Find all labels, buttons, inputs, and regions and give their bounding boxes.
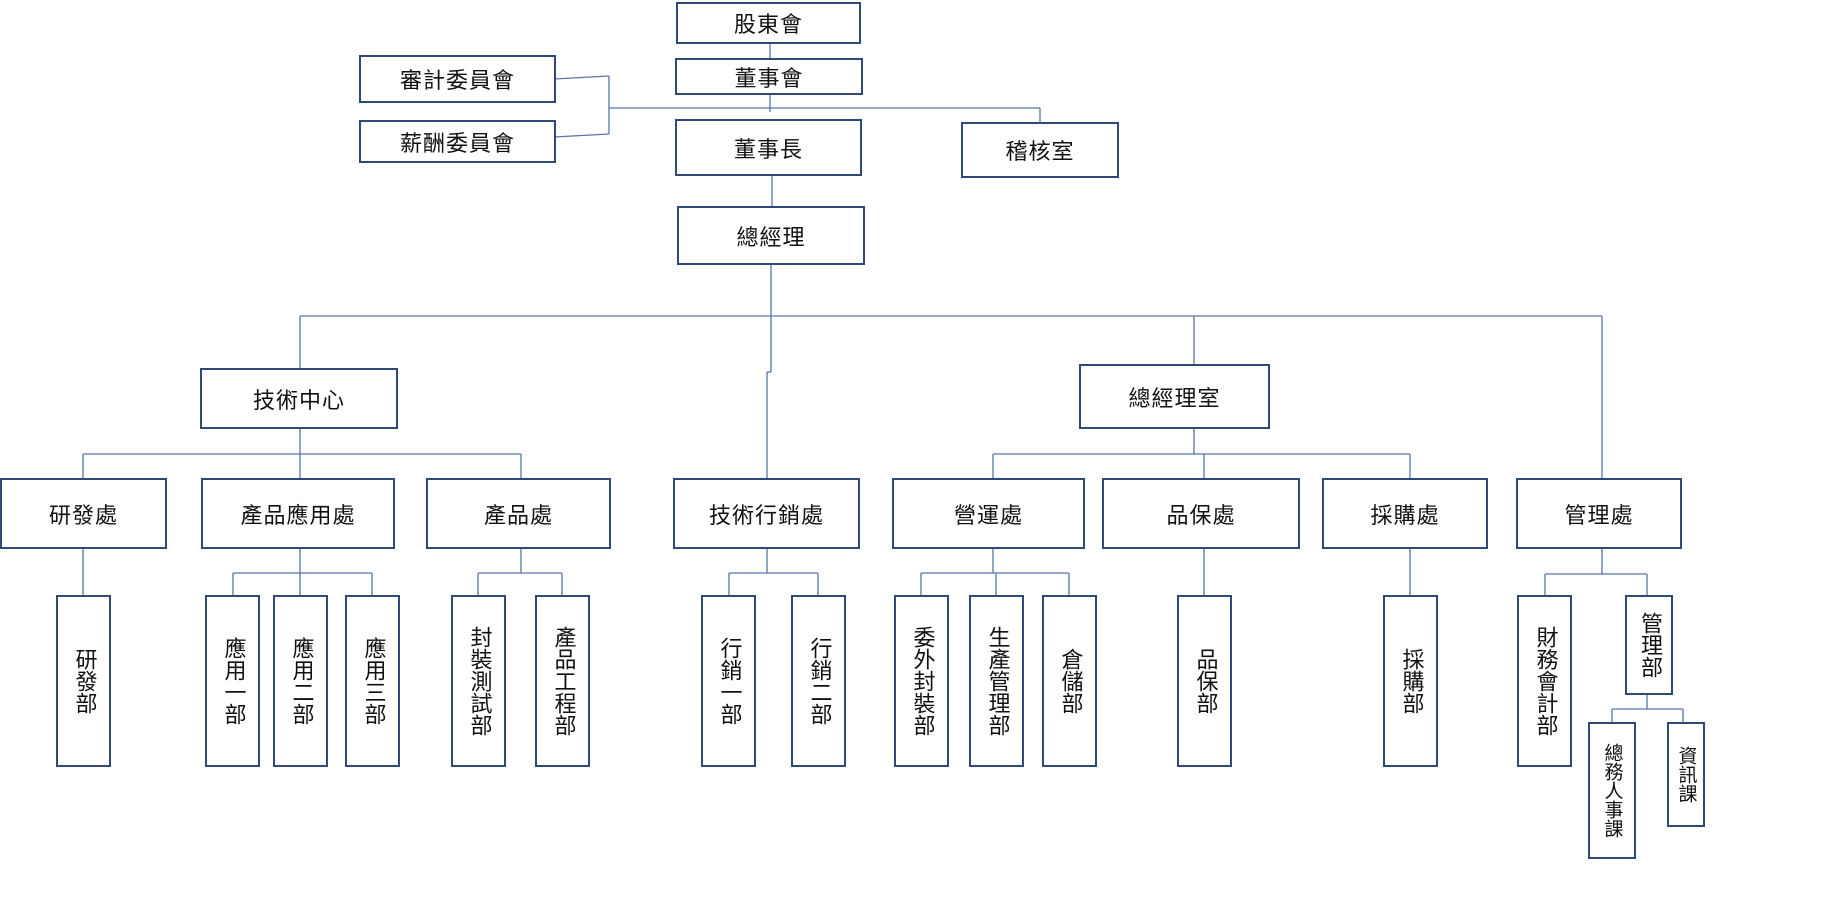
purchasing-dept-label: 採購部 xyxy=(1398,648,1424,714)
internal-audit-box: 稽核室 xyxy=(961,122,1119,178)
product-eng-dept-label: 產品工程部 xyxy=(550,626,576,736)
production-mgmt-dept-box: 生產管理部 xyxy=(969,595,1024,767)
app3-dept-box: 應用三部 xyxy=(345,595,400,767)
qa-division-box: 品保處 xyxy=(1102,478,1300,549)
product-division-box: 產品處 xyxy=(426,478,611,549)
audit-committee-label: 審計委員會 xyxy=(399,69,515,94)
app3-dept-label: 應用三部 xyxy=(360,637,386,725)
app1-dept-label: 應用一部 xyxy=(220,637,246,725)
gm-office-box: 總經理室 xyxy=(1079,364,1270,429)
compensation-committee-label: 薪酬委員會 xyxy=(399,131,515,157)
qa-dept-box: 品保部 xyxy=(1177,595,1232,767)
it-dept-label: 資訊課 xyxy=(1675,746,1698,803)
it-dept-box: 資訊課 xyxy=(1667,722,1705,827)
general-affairs-hr-box: 總務人事課 xyxy=(1588,722,1636,859)
product-eng-dept-box: 產品工程部 xyxy=(535,595,590,767)
purchasing-division-label: 採購處 xyxy=(1370,503,1440,529)
packaging-test-dept-label: 封裝測試部 xyxy=(466,626,492,736)
rd-division-box: 研發處 xyxy=(0,478,167,549)
operations-division-box: 營運處 xyxy=(892,478,1085,549)
marketing2-dept-box: 行銷二部 xyxy=(791,595,846,767)
outsourcing-dept-label: 委外封裝部 xyxy=(909,626,935,736)
board-label: 董事會 xyxy=(734,66,804,92)
product-division-label: 產品處 xyxy=(483,503,553,529)
admin-division-box: 管理處 xyxy=(1516,478,1682,549)
app-division-box: 產品應用處 xyxy=(201,478,395,549)
purchasing-division-box: 採購處 xyxy=(1322,478,1488,549)
compensation-committee-box: 薪酬委員會 xyxy=(359,120,556,163)
chairman-box: 董事長 xyxy=(675,119,862,176)
finance-dept-box: 財務會計部 xyxy=(1517,595,1572,767)
packaging-test-dept-box: 封裝測試部 xyxy=(451,595,506,767)
tech-center-label: 技術中心 xyxy=(252,388,345,414)
marketing1-dept-box: 行銷一部 xyxy=(701,595,756,767)
admin-dept-label: 管理部 xyxy=(1637,612,1662,678)
outsourcing-dept-box: 委外封裝部 xyxy=(894,595,949,767)
app2-dept-label: 應用二部 xyxy=(288,637,314,725)
chairman-label: 董事長 xyxy=(733,137,803,163)
marketing1-dept-label: 行銷一部 xyxy=(716,637,742,725)
general-affairs-hr-label: 總務人事課 xyxy=(1601,743,1624,838)
rd-dept-box: 研發部 xyxy=(56,595,111,767)
internal-audit-label: 稽核室 xyxy=(1005,140,1075,165)
shareholders-box: 股東會 xyxy=(676,2,861,44)
operations-division-label: 營運處 xyxy=(953,503,1023,529)
rd-dept-label: 研發部 xyxy=(71,648,97,714)
general-manager-box: 總經理 xyxy=(677,206,865,265)
tech-marketing-division-box: 技術行銷處 xyxy=(673,478,860,549)
audit-committee-box: 審計委員會 xyxy=(359,55,556,103)
production-mgmt-dept-label: 生產管理部 xyxy=(984,626,1010,736)
gm-office-label: 總經理室 xyxy=(1128,386,1221,412)
app2-dept-box: 應用二部 xyxy=(273,595,328,767)
warehouse-dept-box: 倉儲部 xyxy=(1042,595,1097,767)
qa-dept-label: 品保部 xyxy=(1192,648,1218,714)
general-manager-label: 總經理 xyxy=(736,225,806,251)
finance-dept-label: 財務會計部 xyxy=(1532,626,1558,736)
app1-dept-box: 應用一部 xyxy=(205,595,260,767)
rd-division-label: 研發處 xyxy=(48,503,118,529)
marketing2-dept-label: 行銷二部 xyxy=(806,637,832,725)
tech-marketing-division-label: 技術行銷處 xyxy=(708,503,824,529)
shareholders-label: 股東會 xyxy=(733,13,803,38)
warehouse-dept-label: 倉儲部 xyxy=(1057,648,1083,714)
purchasing-dept-box: 採購部 xyxy=(1383,595,1438,767)
admin-dept-box: 管理部 xyxy=(1625,595,1673,695)
qa-division-label: 品保處 xyxy=(1166,503,1236,529)
admin-division-label: 管理處 xyxy=(1564,503,1634,529)
app-division-label: 產品應用處 xyxy=(240,503,356,529)
board-box: 董事會 xyxy=(675,58,863,95)
tech-center-box: 技術中心 xyxy=(200,368,398,429)
